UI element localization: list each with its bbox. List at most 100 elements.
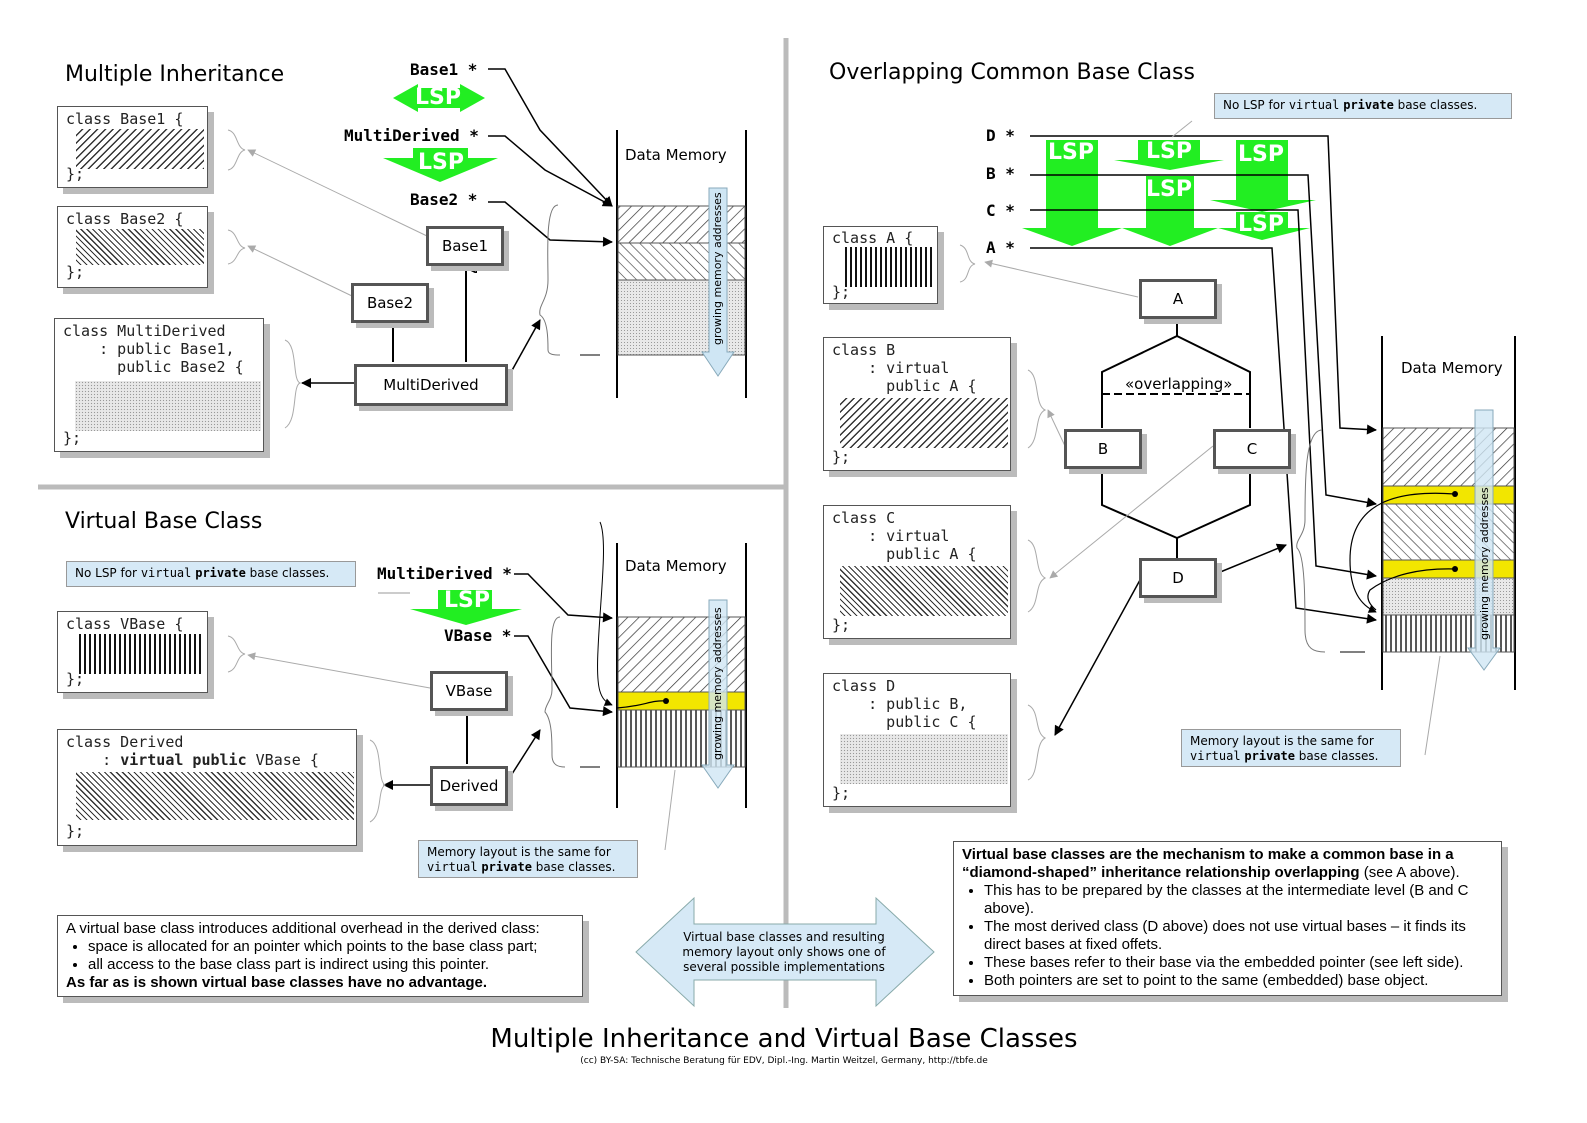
class-c-code-box: class C : virtual public A { }; <box>823 505 1011 639</box>
note-text: No LSP for <box>75 566 141 580</box>
mi-section-title: Multiple Inheritance <box>65 62 285 87</box>
note-text: base classes. <box>245 566 330 580</box>
ptr-vbase: VBase * <box>444 626 512 645</box>
code-line: class C <box>832 509 896 527</box>
code-keyword: virtual public <box>120 751 247 769</box>
list-item: space is allocated for an pointer which … <box>88 938 574 956</box>
vb-pointer-arrows <box>378 573 613 717</box>
ptr-b: B * <box>986 164 1015 183</box>
lsp-label: LSP <box>418 150 464 175</box>
code-line: public A { <box>832 545 977 563</box>
code-line: class Base2 { <box>66 210 184 228</box>
mi-uml-lines <box>301 267 541 388</box>
uml-class-base2: Base2 <box>351 283 429 323</box>
code-text: : <box>66 751 121 769</box>
oc-memory <box>1296 336 1516 690</box>
uml-class-multiderived: MultiDerived <box>354 364 508 406</box>
overhead-intro: A virtual base class introduces addition… <box>66 920 540 937</box>
ptr-d: D * <box>986 126 1015 145</box>
code-line: public A { <box>832 377 977 395</box>
lsp-label: LSP <box>1048 140 1094 165</box>
note-keyword: private <box>195 566 246 580</box>
uml-class-a: A <box>1139 279 1217 319</box>
code-line: }; <box>832 448 851 466</box>
oc-summary-box: Virtual base classes are the mechanism t… <box>953 841 1502 996</box>
note-keyword: private <box>1244 749 1295 763</box>
oc-section-title: Overlapping Common Base Class <box>829 60 1195 85</box>
class-d-data-pattern <box>840 734 1008 784</box>
oc-no-lsp-note: No LSP for virtual private base classes. <box>1214 93 1512 119</box>
code-line: class Base1 { <box>66 110 184 128</box>
oc-pointer-lines <box>1030 135 1377 624</box>
code-line: }; <box>63 429 82 447</box>
code-line: public C { <box>832 713 977 731</box>
derived-code-box: class Derived : virtual public VBase { }… <box>57 729 357 846</box>
mi-memory <box>539 130 747 398</box>
list-item: Both pointers are set to point to the sa… <box>984 972 1493 990</box>
code-line: }; <box>832 616 851 634</box>
code-line: class MultiDerived <box>63 322 226 340</box>
list-item: These bases refer to their base via the … <box>984 954 1493 972</box>
overhead-conclusion: As far as is shown virtual base classes … <box>66 974 488 991</box>
uml-class-derived: Derived <box>430 766 508 806</box>
vb-uml-lines <box>383 709 541 790</box>
footer-title: Multiple Inheritance and Virtual Base Cl… <box>490 1024 1078 1054</box>
code-line: class D <box>832 677 896 695</box>
vb-gray-links <box>227 635 676 851</box>
code-line: public Base2 { <box>63 358 244 376</box>
overhead-list: space is allocated for an pointer which … <box>66 938 574 974</box>
base2-code-box: class Base2 { }; <box>57 206 208 288</box>
class-a-data-pattern <box>842 247 934 287</box>
multiderived-code-box: class MultiDerived : public Base1, publi… <box>54 318 264 452</box>
vb-no-lsp-note: No LSP for virtual private base classes. <box>66 561 356 587</box>
base2-data-pattern <box>76 229 204 265</box>
note-keyword: private <box>1343 98 1394 112</box>
code-line: : virtual <box>832 527 950 545</box>
uml-class-vbase: VBase <box>430 671 508 711</box>
lsp-label: LSP <box>444 588 490 613</box>
code-line: class A { <box>832 229 914 247</box>
code-line: class Derived <box>66 733 184 751</box>
class-b-data-pattern <box>840 398 1008 448</box>
summary-lead-rest: (see A above). <box>1359 864 1460 881</box>
vbase-data-pattern <box>76 634 204 674</box>
lsp-label: LSP <box>1238 212 1284 237</box>
code-line: : public Base1, <box>63 340 235 358</box>
ptr-multiderived: MultiDerived * <box>344 126 479 145</box>
code-text: VBase { <box>246 751 319 769</box>
code-line: : virtual public VBase { <box>58 751 356 769</box>
ptr-a: A * <box>986 238 1015 257</box>
lsp-label: LSP <box>1146 177 1192 202</box>
base1-code-box: class Base1 { }; <box>57 106 208 188</box>
mi-lsp-arrows <box>383 84 498 182</box>
note-text: base classes. <box>1294 749 1379 763</box>
mi-growing-label: growing memory addresses <box>711 192 724 345</box>
center-double-arrow <box>635 896 935 1008</box>
note-text: Memory layout is the same for <box>1190 734 1374 748</box>
oc-lsp-arrows <box>1022 140 1316 246</box>
vb-lsp-arrow <box>410 590 522 625</box>
ptr-c: C * <box>986 201 1015 220</box>
lsp-label: LSP <box>1238 142 1284 167</box>
uml-class-d: D <box>1139 558 1217 598</box>
multiderived-data-pattern <box>75 381 261 431</box>
uml-class-base1: Base1 <box>426 226 504 266</box>
ptr-multiderived: MultiDerived * <box>377 564 512 583</box>
uml-class-b: B <box>1064 429 1142 469</box>
code-line: }; <box>832 283 851 301</box>
note-keyword: virtual <box>427 860 478 874</box>
code-line: class VBase { <box>66 615 184 633</box>
center-note: Virtual base classes and resulting memor… <box>682 930 886 974</box>
mi-gray-links <box>227 129 428 429</box>
note-keyword: virtual <box>1190 749 1241 763</box>
list-item: all access to the base class part is ind… <box>88 956 574 974</box>
note-text: base classes. <box>531 860 616 874</box>
note-text: base classes. <box>1393 98 1478 112</box>
code-line: }; <box>66 822 85 840</box>
overlapping-stereotype: «overlapping» <box>1125 375 1233 393</box>
note-text: No LSP for <box>1223 98 1289 112</box>
code-line: }; <box>66 263 85 281</box>
summary-lead-bold: Virtual base classes are the mechanism t… <box>962 846 1454 881</box>
code-line: }; <box>66 670 85 688</box>
